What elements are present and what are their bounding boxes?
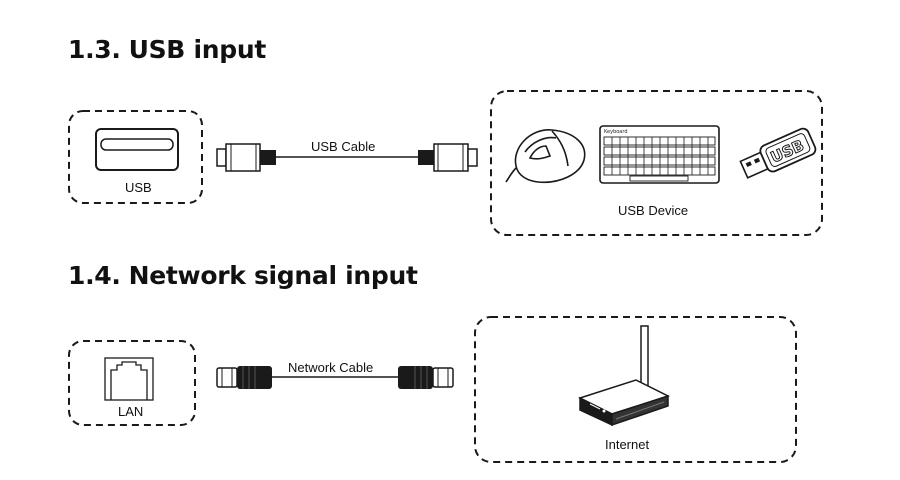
lan-port-label: LAN <box>118 404 144 419</box>
router-icon <box>578 325 670 427</box>
network-cable-label: Network Cable <box>288 360 374 375</box>
section-heading-usb-input: 1.3.USB input <box>68 37 266 62</box>
section-title: USB input <box>128 35 267 64</box>
lan-port-icon <box>104 357 154 401</box>
internet-box <box>474 316 797 463</box>
network-cable-icon <box>216 366 454 389</box>
keyboard-icon: Keyboard <box>599 125 720 184</box>
lan-port-box <box>68 340 196 426</box>
section-number: 1.3. <box>68 35 121 64</box>
usb-cable-icon <box>216 143 478 172</box>
section-heading-network-input: 1.4.Network signal input <box>68 263 418 288</box>
section-title: Network signal input <box>128 261 418 290</box>
usb-stick-icon: USB <box>739 127 817 179</box>
usb-device-label: USB Device <box>618 203 689 218</box>
usb-port-label: USB <box>125 180 152 195</box>
section-number: 1.4. <box>68 261 121 290</box>
usb-device-box <box>490 90 823 236</box>
mouse-icon <box>505 129 586 184</box>
usb-port-box <box>68 110 203 204</box>
usb-cable-label: USB Cable <box>311 139 376 154</box>
keyboard-brand-text: Keyboard <box>604 129 628 135</box>
usb-port-icon <box>95 128 179 171</box>
internet-label: Internet <box>605 437 650 452</box>
